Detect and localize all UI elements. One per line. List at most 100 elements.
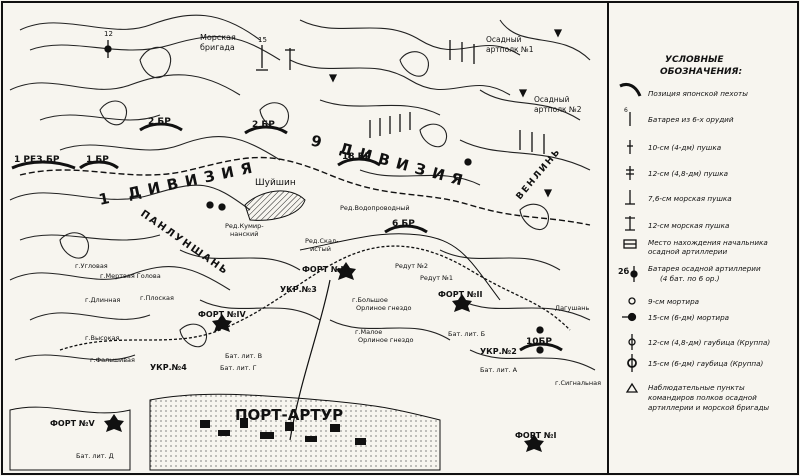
fort-3-marker	[336, 262, 356, 280]
legend-item-text: 7,6-см морская пушка	[648, 194, 732, 203]
ukr-4-label: УКР.№4	[150, 363, 187, 372]
unit-b1-label: 1 БР	[86, 155, 109, 165]
battery-12-label: 12	[104, 30, 113, 38]
legend-item-text: Позиция японской пехоты	[648, 89, 748, 98]
small-eagle-nest-label-2: Орлиное гнездо	[358, 336, 414, 344]
brigade-1-arc	[79, 160, 119, 170]
battery-symbol	[553, 29, 563, 38]
naval-15-label: 15	[258, 36, 267, 44]
naval-brigade-label-2: бригада	[200, 43, 235, 52]
unit-b2b-label: 2 БР	[252, 120, 275, 130]
siege-regiment-1b-label: артполк №1	[486, 45, 534, 54]
legend-item-text: артиллерии и морской бригады	[648, 403, 769, 412]
terrain-contours	[9, 14, 596, 371]
battery-v-label: Бат. лит. В	[225, 352, 262, 360]
mount-ploskaya-label: г.Плоская	[140, 294, 174, 302]
legend-item-text: осадной артиллерии	[648, 247, 727, 256]
battery-symbol	[518, 89, 528, 98]
legend-item-text: Место нахождения начальника	[648, 238, 768, 247]
city-label: ПОРТ-АРТУР	[235, 406, 343, 424]
unit-b18-label: 18 БР	[342, 152, 372, 162]
dagushan-label: Дагушань	[555, 304, 590, 312]
panlunshan-label: ПАНЛУНШАНЬ	[138, 208, 230, 277]
naval-brigade-label: Морская	[200, 33, 236, 42]
legend-item-text: 15-см (6-дм) мортира	[648, 313, 729, 322]
siege-regiment-2b-label: артполк №2	[534, 105, 582, 114]
battery-symbols	[104, 29, 563, 354]
naval-gun-75-icon	[625, 190, 635, 205]
legend-icons: 6	[619, 82, 642, 393]
fortress-perimeter	[59, 245, 571, 351]
siege-regiment-2-label: Осадный	[534, 95, 570, 104]
brigade-6-arc	[384, 224, 428, 234]
big-eagle-nest-label: г.Большое	[352, 296, 388, 304]
redoubt-skal-label-2: истый	[310, 245, 331, 253]
legend-item-text: Батарея осадной артиллерии	[648, 264, 761, 273]
fort-3-label: ФОРТ №III	[302, 265, 349, 274]
unit-b10-label: 10БР	[526, 337, 552, 347]
battery-symbol	[328, 74, 338, 83]
division-9-label: 9 ДИВИЗИЯ	[309, 131, 471, 191]
fort-5-label: ФОРТ №V	[50, 419, 95, 428]
legend-item-text: 12-см (4,8-дм) пушка	[648, 169, 728, 178]
howitzer-12cm-icon	[628, 334, 636, 350]
fort-2-marker	[452, 294, 472, 312]
legend-panel: УСЛОВНЫЕ ОБОЗНАЧЕНИЯ: 6 2б Позиция японс…	[618, 55, 770, 412]
legend-item-text: 10-см (4-дм) пушка	[648, 143, 721, 152]
battery-symbol	[206, 201, 214, 209]
small-eagle-nest-label: г.Малое	[355, 328, 382, 336]
brigade-10-arc	[519, 342, 563, 352]
unit-b2a-label: 2 БР	[148, 117, 171, 127]
reserve-brigade-arc	[11, 160, 76, 170]
ukr-2-label: УКР.№2	[480, 347, 517, 356]
fort-4-label: ФОРТ №IV	[198, 310, 246, 319]
redoubt-2-label: Редут №2	[395, 262, 428, 270]
legend-item-text: 12-см морская пушка	[648, 221, 729, 230]
howitzer-15cm-icon	[627, 354, 637, 372]
legend-title-1: УСЛОВНЫЕ	[665, 55, 724, 65]
legend-item-text: командиров полков осадной	[648, 393, 757, 402]
legend-item-text: (4 бат. по 6 ор.)	[660, 274, 720, 283]
svg-text:6: 6	[624, 107, 628, 114]
shuishin-label: Шуйшин	[255, 178, 296, 188]
legend-item-text: 9-см мортира	[648, 297, 699, 306]
battery-a-label: Бат. лит. А	[480, 366, 518, 374]
redoubt-kumir-label: Ред.Кумир-	[225, 222, 264, 230]
harbor-water	[9, 406, 131, 471]
signal-mount-label: г.Сигнальная	[555, 379, 601, 387]
naval-gun-12-icon	[625, 216, 635, 231]
mount-mertvaya-label: г.Мертвая Голова	[100, 272, 161, 280]
division-1-label: 1 ДИВИЗИЯ	[97, 157, 261, 209]
fort-1-marker	[524, 434, 544, 452]
mortar-9cm-icon	[628, 297, 636, 305]
map-labels: ПОРТ-АРТУР 9 ДИВИЗИЯ 1 ДИВИЗИЯ 1 РЕЗ.БР …	[14, 30, 601, 460]
redoubt-skal-label: Ред.Скал-	[305, 237, 339, 245]
battery-symbol	[218, 203, 226, 211]
fort-5-marker	[104, 414, 124, 432]
siege-battery-icon	[630, 266, 638, 282]
battery-symbol	[285, 48, 295, 70]
shuishin-village	[244, 190, 306, 221]
battery-symbol	[543, 189, 553, 198]
unit-position-arcs	[11, 122, 563, 352]
mount-falshivaya-label: г.Фальшивая	[90, 356, 135, 364]
observation-post-icon	[625, 382, 639, 393]
siege-regiment-1-label: Осадный	[486, 35, 522, 44]
legend-title-2: ОБОЗНАЧЕНИЯ:	[660, 67, 742, 77]
fort-1-label: ФОРТ №I	[515, 431, 556, 440]
mount-dlinnaya-label: г.Длинная	[85, 296, 120, 304]
fort-2-label: ФОРТ №II	[438, 290, 482, 299]
redoubt-vodo-label: Ред.Водопроводный	[340, 204, 410, 212]
battery-b-label: Бат. лит. Б	[448, 330, 485, 338]
battery-symbol	[104, 40, 112, 58]
road-line	[299, 233, 501, 301]
siege-battery-number: 2б	[618, 266, 630, 276]
mount-vysokaya-label: г.Высокая	[85, 334, 120, 342]
big-eagle-nest-label-2: Орлиное гнездо	[356, 304, 412, 312]
battery-g-label: Бат. лит. Г	[220, 364, 257, 372]
mortar-15cm-icon	[622, 312, 637, 322]
cannon-10cm-icon	[627, 140, 633, 154]
